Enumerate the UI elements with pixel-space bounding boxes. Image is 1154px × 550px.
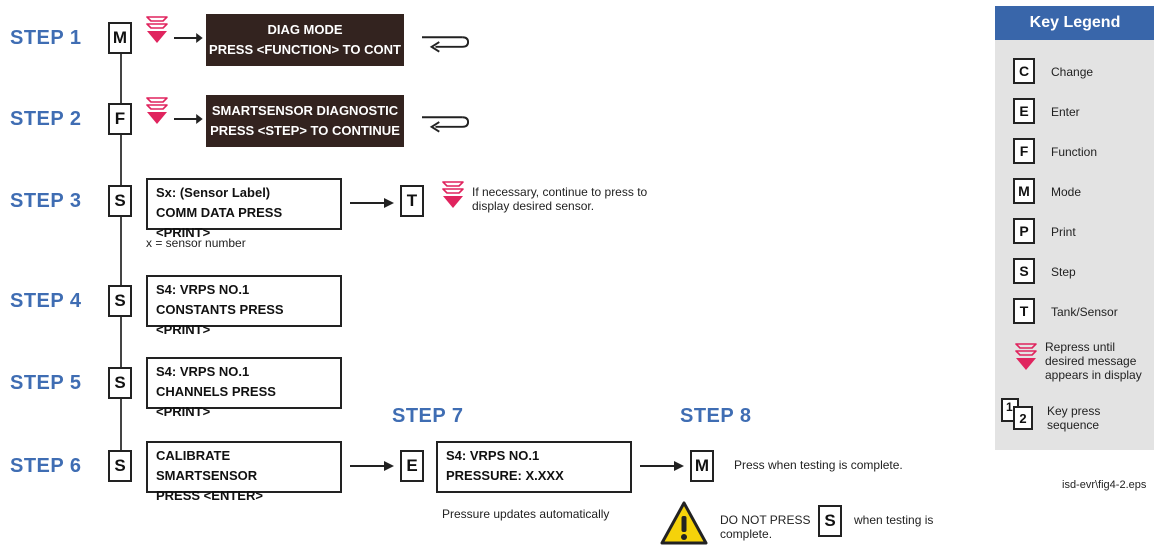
legend-line: sequence (1047, 418, 1100, 432)
display-line-1: DIAG MODE (267, 22, 343, 37)
step-key: S (108, 367, 132, 399)
display-line-1: CALIBRATE SMARTSENSOR (156, 448, 258, 483)
repress-arrow-icon (1015, 343, 1037, 371)
legend-label: Change (1051, 65, 1094, 79)
step-5-label: STEP 5 (10, 372, 82, 394)
display-line-1: S4: VRPS NO.1 (156, 282, 250, 297)
display-comm-data: Sx: (Sensor Label) COMM DATA PRESS <PRIN… (146, 178, 342, 240)
legend-line: Repress until (1045, 340, 1116, 354)
display-smartsensor-diagnostic: SMARTSENSOR DIAGNOSTIC PRESS <STEP> TO C… (206, 95, 404, 147)
step-key: S (108, 450, 132, 482)
legend-title: Key Legend (995, 6, 1154, 40)
legend-key: S (1013, 258, 1035, 284)
display-line-1: Sx: (Sensor Label) (156, 185, 271, 200)
legend-label: Step (1051, 265, 1076, 279)
right-arrow-icon (350, 197, 395, 209)
return-arrow-icon (422, 116, 470, 133)
step-7-label: STEP 7 (392, 405, 464, 427)
legend-line: appears in display (1045, 368, 1142, 382)
key-legend-panel: Key Legend C Change E Enter F Function M… (995, 6, 1154, 450)
legend-label: Function (1051, 145, 1098, 159)
legend-label: Mode (1051, 185, 1082, 199)
step-8-label: STEP 8 (680, 405, 752, 427)
pressure-updates-note: Pressure updates automatically (442, 507, 610, 521)
display-pressure: S4: VRPS NO.1 PRESSURE: X.XXX (436, 441, 632, 493)
right-arrow-icon (174, 113, 204, 125)
right-arrow-icon (174, 32, 204, 44)
display-line-2: PRESSURE: X.XXX (446, 468, 564, 483)
legend-label: Tank/Sensor (1051, 305, 1118, 319)
display-channels: S4: VRPS NO.1 CHANNELS PRESS <PRINT> (146, 357, 342, 419)
legend-key: F (1013, 138, 1035, 164)
return-arrow-icon (422, 36, 470, 53)
when-testing-note: when testing is (854, 513, 934, 527)
display-line-2: CHANNELS PRESS <PRINT> (156, 384, 276, 419)
legend-key: E (1013, 98, 1035, 124)
do-not-press-note: DO NOT PRESS (720, 513, 811, 527)
step-4-label: STEP 4 (10, 290, 82, 312)
step-key: S (818, 505, 842, 537)
step-1-label: STEP 1 (10, 27, 82, 49)
flow-connector-line (120, 52, 122, 454)
sequence-key-2: 2 (1013, 406, 1033, 430)
figure-filename: isd-evr\fig4-2.eps (1062, 479, 1147, 491)
legend-label: Enter (1051, 105, 1080, 119)
legend-key: P (1013, 218, 1035, 244)
mode-key: M (108, 22, 132, 54)
display-line-2: COMM DATA PRESS <PRINT> (156, 205, 283, 240)
sequence-legend-label: Key press sequence (1047, 404, 1100, 432)
repress-arrow-icon (146, 16, 168, 44)
legend-label: Print (1051, 225, 1076, 239)
step-key: S (108, 185, 132, 217)
step-2-label: STEP 2 (10, 108, 82, 130)
display-line-2: CONSTANTS PRESS <PRINT> (156, 302, 284, 337)
complete-note: complete. (720, 527, 773, 541)
repress-legend-label: Repress until desired message appears in… (1045, 340, 1142, 382)
display-constants: S4: VRPS NO.1 CONSTANTS PRESS <PRINT> (146, 275, 342, 337)
display-line-1: S4: VRPS NO.1 (446, 448, 540, 463)
press-when-complete-note: Press when testing is complete. (734, 458, 903, 472)
right-arrow-icon (640, 460, 685, 472)
enter-key: E (400, 450, 424, 482)
display-line-2: PRESS <FUNCTION> TO CONT (209, 42, 401, 57)
legend-key: C (1013, 58, 1035, 84)
right-arrow-icon (350, 460, 395, 472)
note-line-1: If necessary, continue to press to (472, 185, 648, 199)
step-6-label: STEP 6 (10, 455, 82, 477)
display-diag-mode: DIAG MODE PRESS <FUNCTION> TO CONT (206, 14, 404, 66)
sensor-number-note: x = sensor number (146, 236, 246, 250)
legend-key: T (1013, 298, 1035, 324)
display-calibrate: CALIBRATE SMARTSENSOR PRESS <ENTER> (146, 441, 342, 503)
display-line-2: PRESS <ENTER> (156, 488, 263, 503)
step-3-label: STEP 3 (10, 190, 82, 212)
display-line-1: SMARTSENSOR DIAGNOSTIC (211, 103, 399, 118)
repress-arrow-icon (146, 97, 168, 125)
display-line-2: PRESS <STEP> TO CONTINUE (210, 123, 400, 138)
display-line-1: S4: VRPS NO.1 (156, 364, 250, 379)
tank-sensor-key: T (400, 185, 424, 217)
key-sequence-icon: 1 2 (1001, 398, 1041, 434)
warning-icon (660, 501, 708, 545)
mode-key: M (690, 450, 714, 482)
function-key: F (108, 103, 132, 135)
legend-key: M (1013, 178, 1035, 204)
note-line-2: display desired sensor. (472, 199, 595, 213)
step-key: S (108, 285, 132, 317)
legend-line: desired message (1045, 354, 1137, 368)
legend-line: Key press (1047, 404, 1101, 418)
continue-press-note: If necessary, continue to press to displ… (472, 185, 647, 213)
repress-arrow-icon (442, 181, 464, 209)
